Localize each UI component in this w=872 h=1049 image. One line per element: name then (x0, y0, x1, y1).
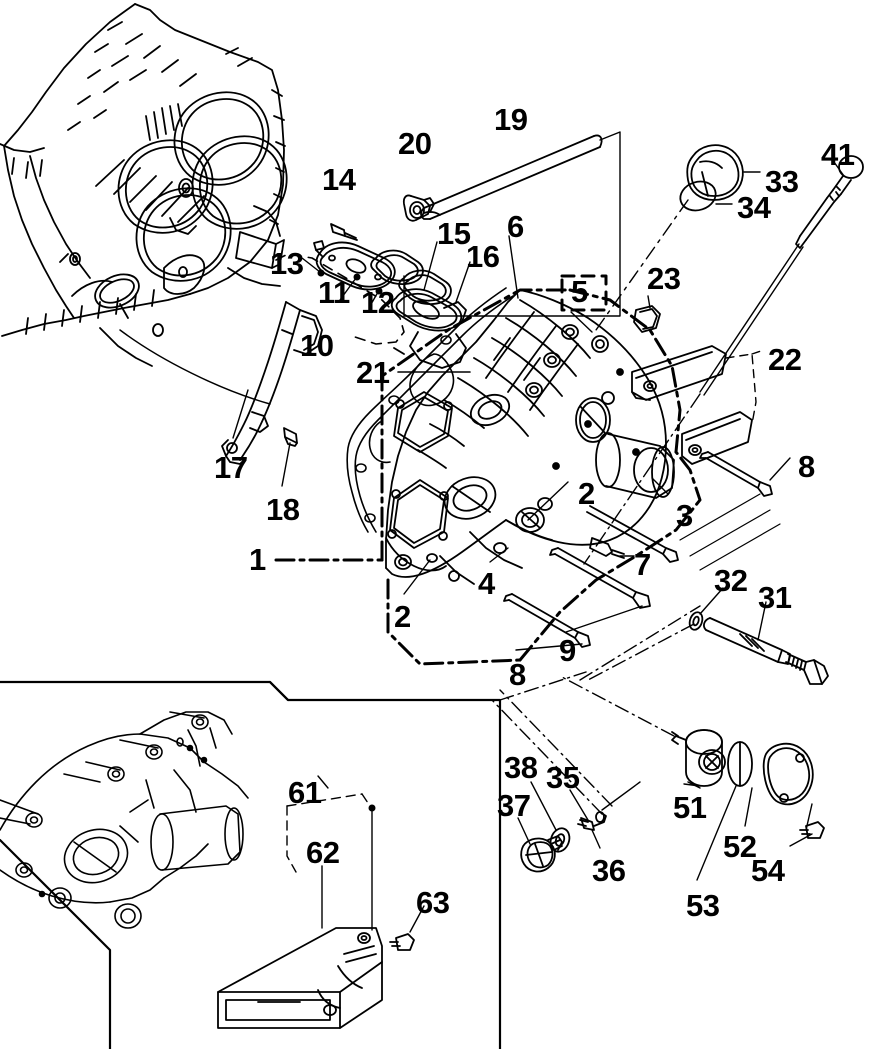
callout-17: 17 (214, 450, 248, 485)
part-21-gasket (346, 287, 514, 533)
callout-36: 36 (592, 853, 626, 888)
callout-2b: 2 (578, 476, 595, 511)
callout-13: 13 (270, 246, 304, 281)
callout-20: 20 (398, 126, 432, 161)
callout-33: 33 (765, 164, 799, 199)
part-18-screw (281, 427, 298, 487)
callout-8b: 8 (798, 449, 815, 484)
part-41-dipstick (583, 155, 864, 565)
callout-54: 54 (751, 853, 785, 888)
callout-53: 53 (686, 888, 720, 923)
callout-18: 18 (266, 492, 300, 527)
part-14-screw (330, 223, 358, 241)
callout-35: 35 (546, 760, 580, 795)
callout-37: 37 (497, 788, 531, 823)
callout-16: 16 (466, 239, 500, 274)
callout-9: 9 (559, 633, 576, 668)
callout-62: 62 (306, 835, 340, 870)
inset-detail-box (0, 680, 502, 1049)
callout-32: 32 (714, 563, 748, 598)
callout-10: 10 (300, 328, 334, 363)
parts-51-54-sensor (559, 675, 825, 881)
callout-7: 7 (634, 547, 651, 582)
callout-51: 51 (673, 790, 707, 825)
parts-31-32-bolt (587, 587, 829, 685)
callout-11: 11 (318, 275, 350, 310)
callout-31: 31 (758, 580, 792, 615)
part-23-bracket (633, 295, 661, 333)
part-22-rails (631, 345, 765, 465)
callout-34: 34 (737, 190, 771, 225)
part-2-group-outline (386, 450, 702, 666)
callout-19: 19 (494, 102, 528, 137)
part-7-stud (589, 537, 635, 559)
parts-10-17-bracket (221, 301, 323, 465)
part-5-dashed-box (560, 274, 608, 312)
bell-housing-upper-left (0, 3, 288, 405)
part-20-clip (402, 194, 435, 222)
callout-23: 23 (647, 261, 681, 296)
part-8-bolt-upper (699, 451, 791, 497)
callout-12: 12 (361, 285, 395, 320)
inset-housing-drawing (0, 711, 249, 929)
construction-lines (679, 493, 781, 571)
parts-11-13-covers (275, 240, 452, 345)
part-19-tube (420, 134, 603, 220)
callout-1: 1 (249, 542, 266, 577)
parts-61-62-cover-bar (217, 775, 383, 1029)
main-gearcase-housing (385, 289, 675, 585)
callout-6: 6 (507, 209, 524, 244)
callout-8a: 8 (509, 657, 526, 692)
callout-14: 14 (322, 162, 356, 197)
callout-41: 41 (821, 137, 855, 172)
callout-5: 5 (571, 274, 588, 309)
callout-52: 52 (723, 829, 757, 864)
parts-35-38-plug (491, 689, 641, 873)
parts-8-9-bolts (503, 505, 679, 651)
callout-15: 15 (437, 216, 471, 251)
callout-21: 21 (356, 355, 390, 390)
callout-3: 3 (676, 498, 693, 533)
callout-63: 63 (416, 885, 450, 920)
part-1-group-outline (380, 288, 682, 562)
part-19-panel (403, 131, 621, 317)
part-63-screw (389, 905, 425, 951)
lower-group-dashdot (499, 605, 701, 701)
callout-38: 38 (504, 750, 538, 785)
callout-4: 4 (478, 566, 495, 601)
parts-15-16-cover (390, 241, 471, 369)
callout-61: 61 (288, 775, 322, 810)
parts-33-34-cap (595, 144, 761, 331)
callout-22: 22 (768, 342, 802, 377)
callout-2a: 2 (394, 599, 411, 634)
